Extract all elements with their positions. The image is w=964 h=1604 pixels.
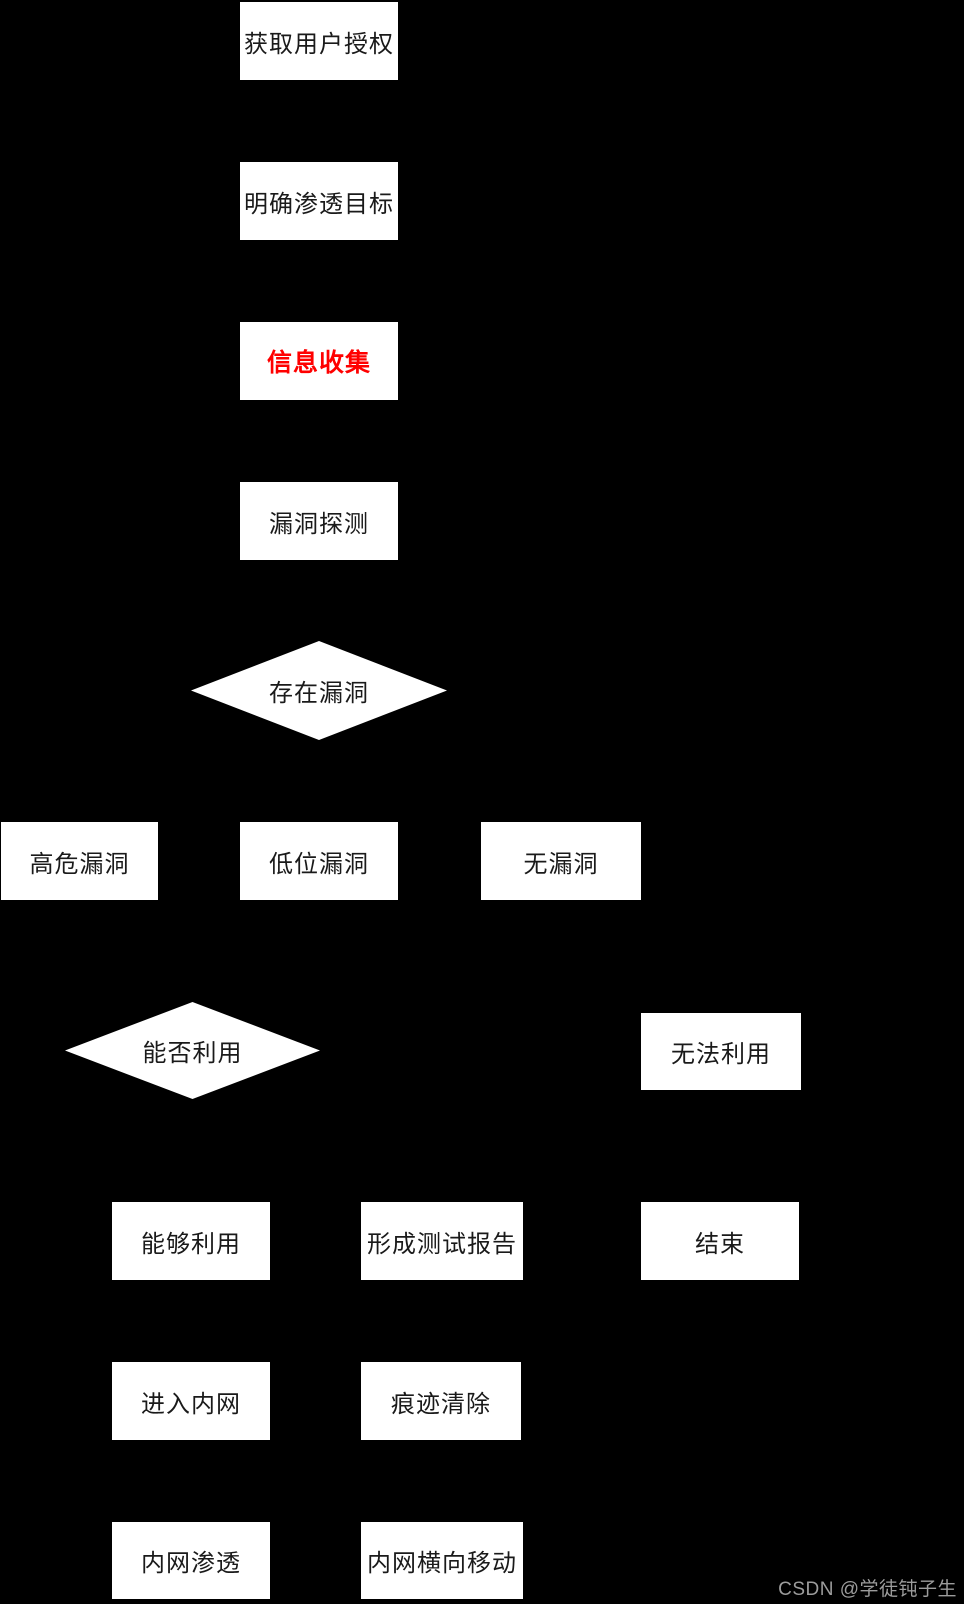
- flow-node-clear-traces: 痕迹清除: [361, 1362, 521, 1440]
- flow-node-information-gathering: 信息收集: [240, 322, 398, 400]
- csdn-watermark: CSDN @学徒钝子生: [778, 1579, 957, 1600]
- flow-node-can-exploit: 能够利用: [112, 1202, 270, 1280]
- flow-node-intranet-lateral-move: 内网横向移动: [361, 1522, 523, 1599]
- flow-node-get-user-authorization: 获取用户授权: [240, 2, 398, 80]
- flow-node-vulnerability-scan: 漏洞探测: [240, 482, 398, 560]
- flow-node-write-test-report: 形成测试报告: [361, 1202, 523, 1280]
- flow-node-low-risk-vuln: 低位漏洞: [240, 822, 398, 900]
- flow-node-no-vuln: 无漏洞: [481, 822, 641, 900]
- flow-node-intranet-pentest: 内网渗透: [112, 1522, 270, 1599]
- flow-node-enter-intranet: 进入内网: [112, 1362, 270, 1440]
- flow-node-high-risk-vuln: 高危漏洞: [1, 822, 158, 900]
- flow-node-vulnerability-exists: 存在漏洞: [191, 641, 447, 740]
- flow-node-end: 结束: [641, 1202, 799, 1280]
- flow-node-not-exploitable: 无法利用: [641, 1013, 801, 1090]
- flow-node-clarify-pentest-target: 明确渗透目标: [240, 162, 398, 240]
- flow-node-exploitable-decision: 能否利用: [65, 1002, 320, 1099]
